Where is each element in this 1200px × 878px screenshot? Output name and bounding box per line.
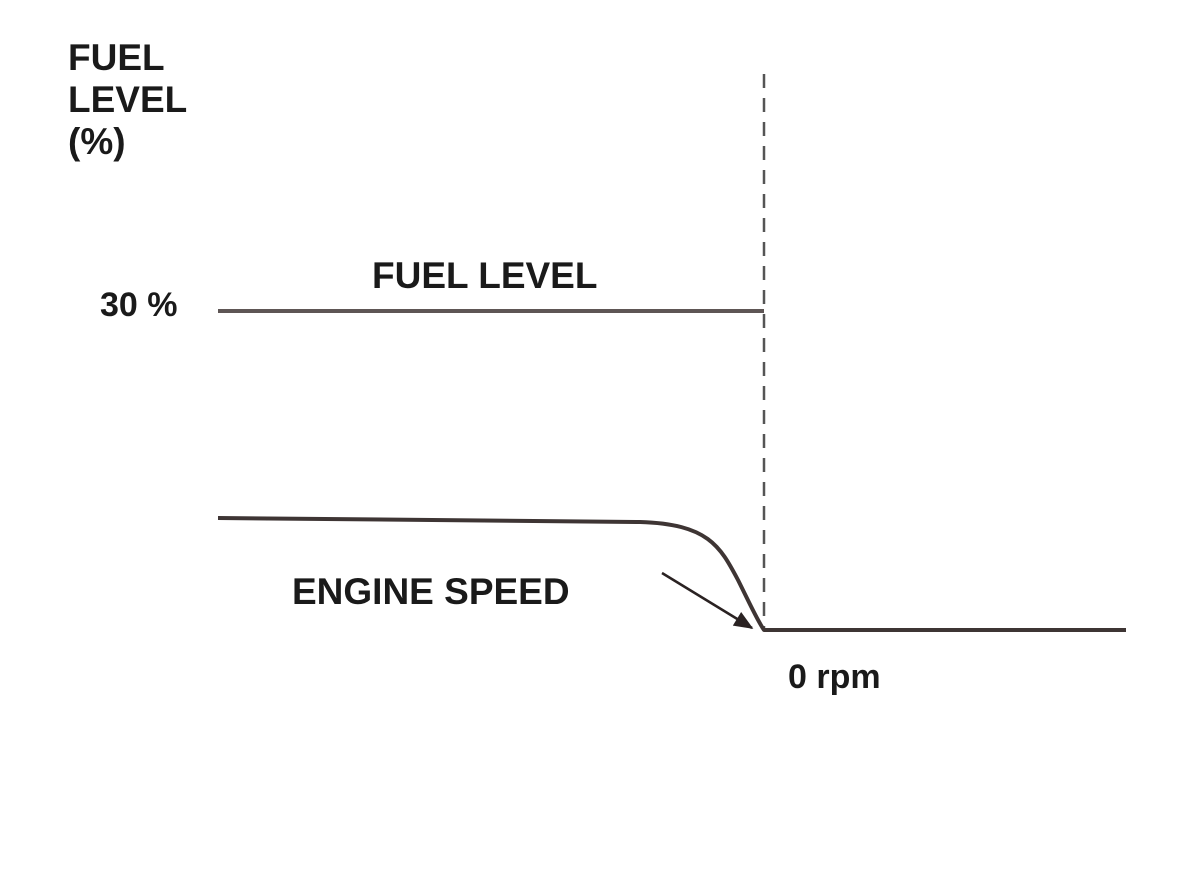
fuel-level-series-label: FUEL LEVEL [372, 255, 597, 296]
fuel-level-tick-label: 30 % [100, 286, 178, 324]
y-axis-label-line-2: LEVEL [68, 79, 187, 120]
engine-speed-line [217, 516, 1126, 632]
engine-speed-pointer-arrow [661, 571, 754, 630]
y-axis-label-line-3: (%) [68, 121, 126, 162]
y-axis-label: FUEL LEVEL (%) [68, 37, 197, 162]
engine-speed-series-label: ENGINE SPEED [292, 571, 570, 612]
y-axis-label-line-1: FUEL [68, 37, 164, 78]
zero-rpm-label: 0 rpm [788, 658, 881, 696]
